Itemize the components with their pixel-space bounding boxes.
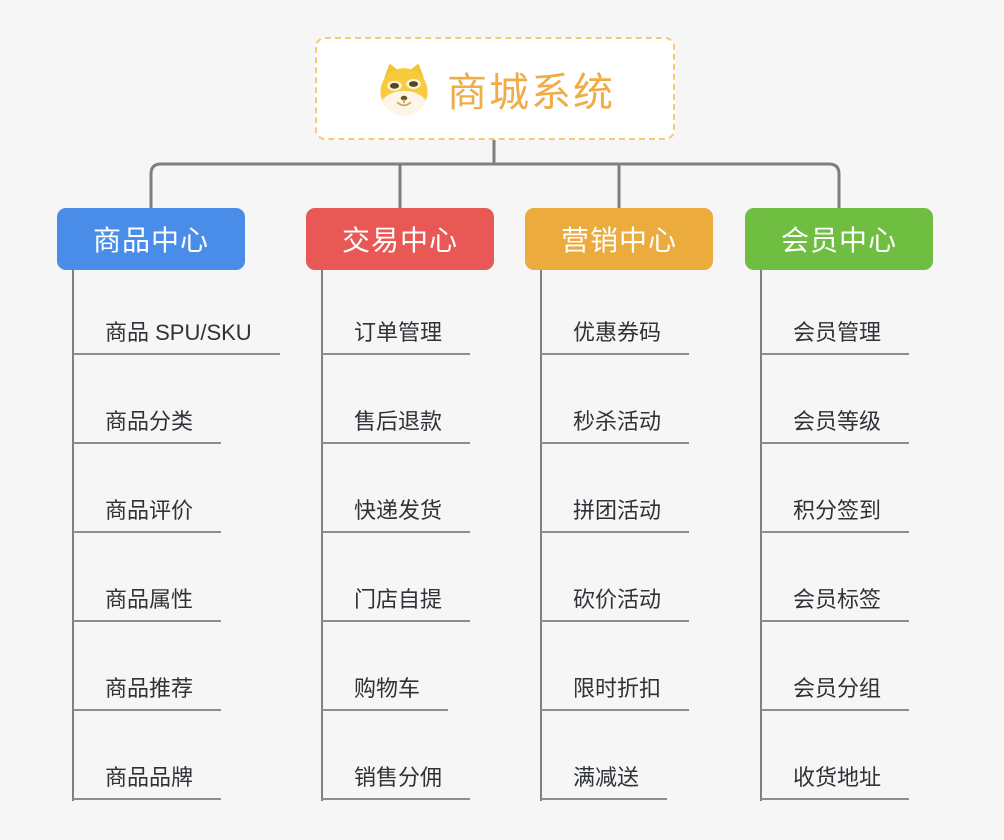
leaf-node[interactable]: 商品 SPU/SKU xyxy=(73,319,280,355)
leaf-node[interactable]: 商品属性 xyxy=(73,586,222,622)
branch-node-member-center[interactable]: 会员中心 xyxy=(745,208,933,270)
leaf-node[interactable]: 会员分组 xyxy=(761,675,910,711)
branch-node-trade-center[interactable]: 交易中心 xyxy=(306,208,494,270)
leaf-node[interactable]: 商品推荐 xyxy=(73,675,222,711)
leaf-node[interactable]: 满减送 xyxy=(541,764,668,800)
leaf-node[interactable]: 秒杀活动 xyxy=(541,408,690,444)
leaf-node[interactable]: 会员等级 xyxy=(761,408,910,444)
leaf-node[interactable]: 限时折扣 xyxy=(541,675,690,711)
branch-label: 商品中心 xyxy=(92,225,209,256)
branch-node-marketing-center[interactable]: 营销中心 xyxy=(525,208,713,270)
leaf-node[interactable]: 积分签到 xyxy=(761,497,910,533)
leaf-node[interactable]: 砍价活动 xyxy=(541,586,690,622)
leaf-node[interactable]: 售后退款 xyxy=(322,408,471,444)
branch-label: 会员中心 xyxy=(780,225,897,256)
leaf-node[interactable]: 购物车 xyxy=(322,675,449,711)
root-node-mall-system[interactable]: 商城系统 xyxy=(315,37,675,140)
branch-label: 营销中心 xyxy=(560,225,677,256)
leaf-node[interactable]: 拼团活动 xyxy=(541,497,690,533)
leaf-node[interactable]: 销售分佣 xyxy=(322,764,471,800)
leaf-node[interactable]: 收货地址 xyxy=(761,764,910,800)
doge-icon xyxy=(380,63,428,115)
leaf-node[interactable]: 快递发货 xyxy=(322,497,471,533)
branch-label: 交易中心 xyxy=(341,225,458,256)
leaf-node[interactable]: 会员标签 xyxy=(761,586,910,622)
leaf-node[interactable]: 门店自提 xyxy=(322,586,471,622)
leaf-node[interactable]: 订单管理 xyxy=(322,319,471,355)
leaf-node[interactable]: 商品分类 xyxy=(73,408,222,444)
leaf-node[interactable]: 商品评价 xyxy=(73,497,222,533)
leaf-node[interactable]: 优惠券码 xyxy=(541,319,690,355)
branch-node-product-center[interactable]: 商品中心 xyxy=(57,208,245,270)
leaf-node[interactable]: 商品品牌 xyxy=(73,764,222,800)
root-node-label: 商城系统 xyxy=(447,70,615,115)
leaf-node[interactable]: 会员管理 xyxy=(761,319,910,355)
